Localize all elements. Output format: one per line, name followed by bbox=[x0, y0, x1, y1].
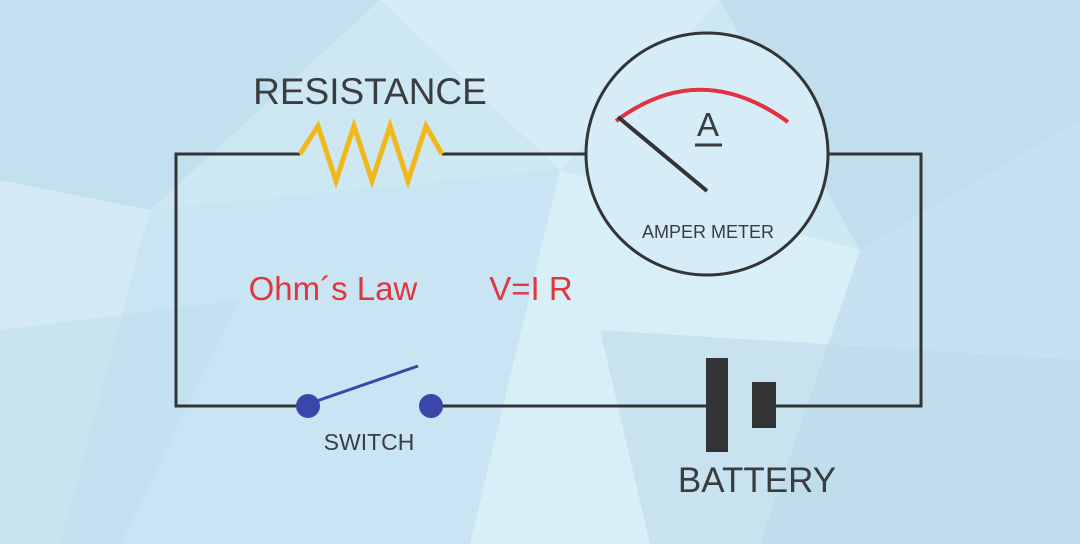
switch-label: SWITCH bbox=[324, 429, 415, 455]
ammeter-dial bbox=[584, 31, 830, 277]
ammeter-symbol-label: A bbox=[697, 106, 719, 143]
switch-terminal-right bbox=[419, 394, 443, 418]
wires bbox=[174, 152, 923, 408]
resistor-zigzag bbox=[297, 117, 445, 190]
wire-right bbox=[765, 152, 923, 408]
ohms-law-label: Ohm´s Law bbox=[249, 270, 418, 307]
formula-label: V=I R bbox=[489, 270, 572, 307]
battery bbox=[706, 358, 776, 452]
switch-terminal-left bbox=[296, 394, 320, 418]
ammeter-scale-arc bbox=[614, 87, 790, 124]
battery-long-plate bbox=[706, 358, 728, 452]
switch-lever bbox=[307, 364, 419, 406]
battery-short-plate bbox=[752, 382, 776, 428]
ammeter-label: AMPER METER bbox=[642, 222, 774, 242]
switch bbox=[296, 364, 443, 418]
ammeter bbox=[584, 31, 830, 277]
resistance-label: RESISTANCE bbox=[253, 71, 487, 112]
wire-left bbox=[174, 152, 308, 408]
battery-label: BATTERY bbox=[678, 461, 836, 500]
ammeter-needle bbox=[616, 115, 709, 193]
